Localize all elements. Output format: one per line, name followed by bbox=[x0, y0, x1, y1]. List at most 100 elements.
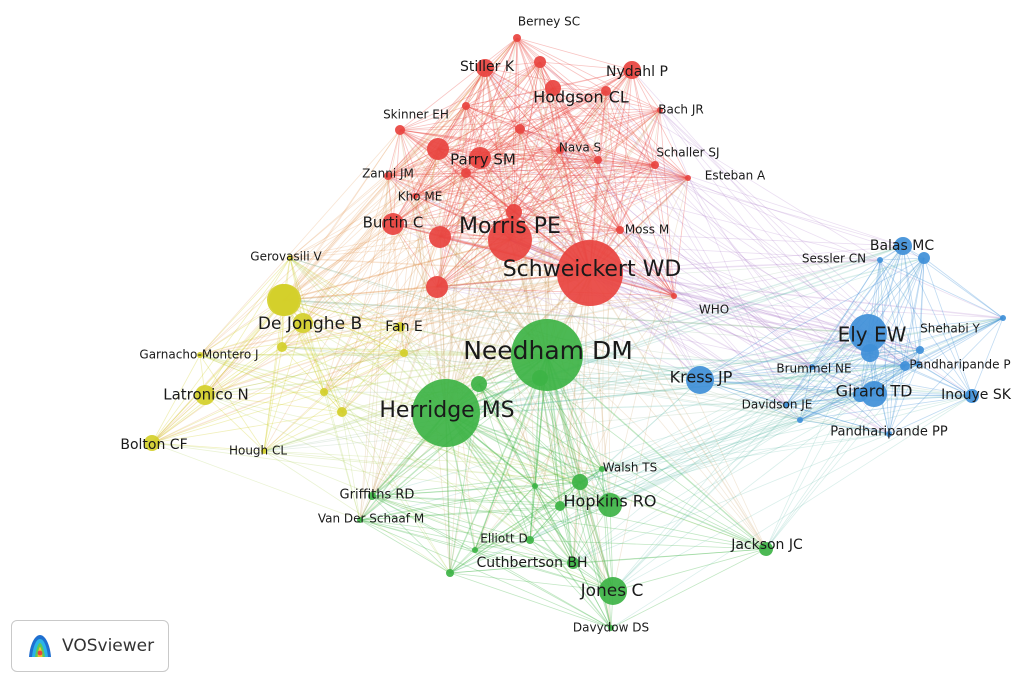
network-edge bbox=[151, 442, 361, 521]
network-edge bbox=[799, 394, 861, 421]
network-edge bbox=[199, 326, 401, 356]
network-edge bbox=[478, 383, 581, 483]
network-edge bbox=[529, 272, 591, 541]
network-edge bbox=[612, 332, 869, 592]
network-edge bbox=[785, 365, 906, 406]
network-edge bbox=[204, 394, 581, 483]
network-edge bbox=[785, 317, 1004, 406]
network-edge bbox=[519, 128, 599, 161]
network-edge bbox=[449, 548, 767, 574]
network-edge bbox=[474, 481, 581, 551]
network-edge bbox=[601, 109, 661, 470]
network-edge bbox=[601, 395, 973, 470]
network-edge bbox=[399, 326, 574, 564]
network-edge bbox=[579, 433, 890, 483]
network-edge bbox=[465, 105, 603, 470]
network-edge bbox=[609, 393, 875, 506]
network-edge bbox=[151, 326, 401, 444]
network-edge bbox=[436, 149, 561, 288]
network-node bbox=[601, 86, 611, 96]
network-edge bbox=[445, 412, 614, 592]
network-edge bbox=[359, 485, 536, 521]
network-node bbox=[900, 361, 910, 371]
network-edge bbox=[371, 495, 611, 506]
network-node bbox=[267, 284, 299, 316]
network-edge bbox=[437, 148, 675, 297]
network-edge bbox=[204, 105, 467, 396]
network-edge bbox=[509, 90, 607, 241]
network-edge bbox=[323, 391, 361, 521]
network-edge bbox=[465, 164, 656, 174]
network-edge bbox=[609, 317, 1004, 506]
network-edge bbox=[151, 354, 201, 444]
network-edge bbox=[403, 67, 486, 354]
network-edge bbox=[445, 317, 1004, 414]
network-edge bbox=[559, 149, 656, 166]
network-edge bbox=[534, 485, 561, 507]
network-edge bbox=[479, 69, 633, 159]
network-edge bbox=[302, 295, 675, 324]
network-edge bbox=[923, 257, 1004, 319]
network-edge bbox=[529, 539, 767, 550]
network-edge bbox=[371, 495, 531, 541]
network-edge bbox=[387, 175, 548, 356]
network-edge bbox=[619, 229, 869, 334]
network-edge bbox=[289, 211, 515, 259]
network-edge bbox=[359, 519, 574, 564]
node-nydahl bbox=[623, 61, 641, 79]
network-edge bbox=[516, 37, 591, 274]
node-hodgson bbox=[545, 80, 561, 96]
network-edge bbox=[572, 419, 801, 564]
network-edge bbox=[289, 257, 531, 541]
network-edge bbox=[484, 67, 515, 213]
network-edge bbox=[654, 164, 1004, 319]
network-edge bbox=[529, 377, 541, 541]
network-edge bbox=[414, 67, 486, 197]
network-edge bbox=[867, 317, 1004, 334]
network-edge bbox=[439, 157, 481, 238]
network-edge bbox=[534, 485, 614, 592]
network-edge bbox=[572, 481, 581, 564]
network-edge bbox=[559, 272, 591, 507]
network-edge bbox=[282, 299, 451, 574]
node-label-bach: Bach JR bbox=[658, 103, 703, 117]
network-edge bbox=[478, 383, 603, 470]
network-edge bbox=[284, 299, 973, 397]
network-edge bbox=[445, 105, 467, 414]
network-edge bbox=[387, 175, 591, 274]
node-brummel bbox=[809, 364, 815, 370]
network-edge bbox=[529, 404, 787, 541]
node-label-sessler: Sessler CN bbox=[802, 252, 866, 266]
network-edge bbox=[371, 495, 767, 550]
network-edge bbox=[609, 504, 614, 592]
network-edge bbox=[484, 67, 767, 550]
network-edge bbox=[513, 159, 599, 213]
network-edge bbox=[151, 346, 283, 444]
network-edge bbox=[371, 495, 451, 574]
node-label-inouye: Inouye SK bbox=[941, 387, 1012, 403]
network-edge bbox=[765, 257, 925, 550]
network-edge bbox=[399, 148, 439, 328]
network-edge bbox=[509, 239, 614, 592]
network-edge bbox=[572, 433, 890, 564]
network-edge bbox=[546, 87, 554, 356]
network-edge bbox=[888, 245, 904, 435]
network-edge bbox=[484, 67, 621, 231]
network-edge bbox=[449, 211, 515, 574]
network-edge bbox=[263, 450, 581, 483]
network-edge bbox=[282, 37, 518, 301]
network-edge bbox=[484, 67, 973, 397]
network-edge bbox=[465, 105, 511, 241]
network-edge bbox=[359, 504, 611, 521]
node-elliott bbox=[526, 536, 534, 544]
node-label-elliott: Elliott D bbox=[480, 532, 527, 546]
network-edge bbox=[474, 539, 531, 551]
network-edge bbox=[399, 326, 480, 385]
node-inouye bbox=[965, 389, 979, 403]
network-edge bbox=[465, 172, 689, 179]
node-schweickert bbox=[557, 240, 623, 306]
node-label-schaller: Schaller SJ bbox=[656, 146, 719, 160]
network-edge bbox=[534, 468, 603, 487]
network-edge bbox=[204, 299, 284, 396]
network-edge bbox=[529, 366, 813, 541]
